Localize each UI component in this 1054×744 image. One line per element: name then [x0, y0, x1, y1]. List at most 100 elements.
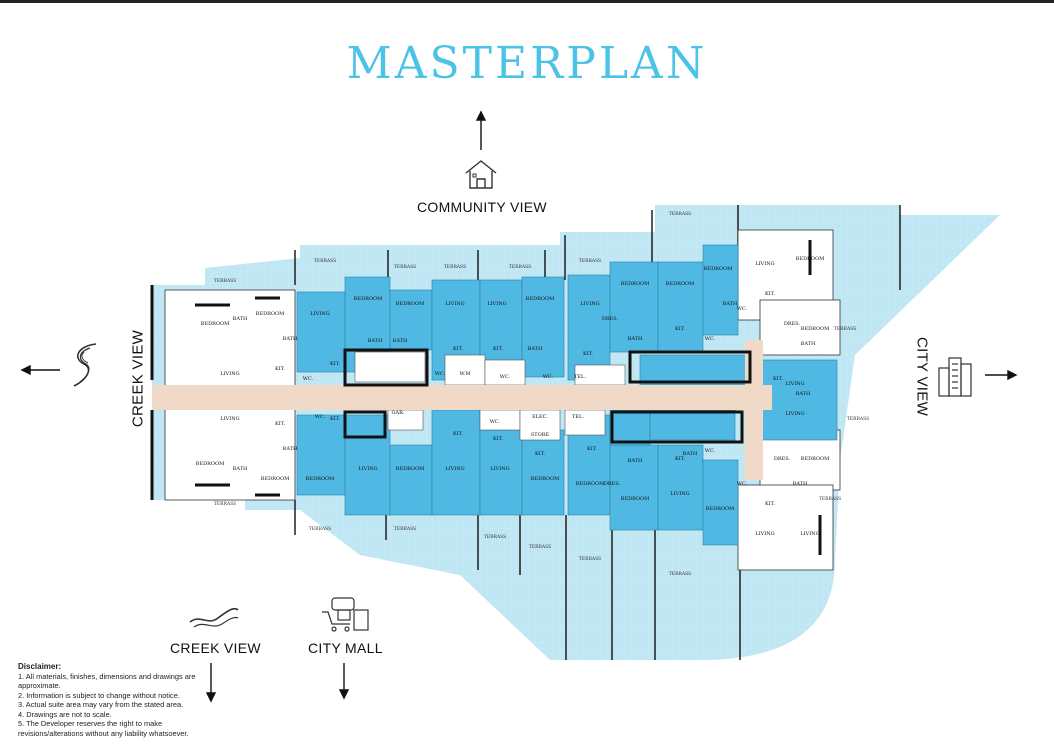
terrace-label: TERRASS	[529, 544, 551, 550]
room-label: DRES.	[604, 481, 621, 487]
room-label: LIVING	[755, 531, 774, 537]
room-label: WC.	[737, 481, 748, 487]
room-label: BATH	[683, 451, 698, 457]
terrace-label: TERRASS	[669, 571, 691, 577]
terrace-label: TERRASS	[394, 526, 416, 532]
room-label: LIVING	[755, 261, 774, 267]
room-label: BEDROOM	[256, 311, 284, 317]
room-label: KIT.	[773, 376, 783, 382]
terrace-label: TERRASS	[669, 211, 691, 217]
room-label: BATH	[628, 336, 643, 342]
room-label: BEDROOM	[531, 476, 559, 482]
creek-view-label-bottom: CREEK VIEW	[170, 640, 261, 656]
room-label: BATH	[283, 336, 298, 342]
room-label: LIVING	[445, 301, 464, 307]
shopping-mall-icon	[322, 597, 369, 632]
room-label: LIVING	[800, 531, 819, 537]
room-label: LIVING	[220, 371, 239, 377]
terrace-label: TERRASS	[579, 556, 601, 562]
room-label: WC.	[500, 374, 511, 380]
disclaimer-heading: Disclaimer:	[18, 662, 62, 671]
room-label: WC.	[303, 376, 314, 382]
room-label: KIT.	[330, 416, 340, 422]
room-label: KIT.	[453, 346, 463, 352]
room-label: BEDROOM	[704, 266, 732, 272]
room-label: WC.	[315, 414, 326, 420]
room-label: BATH	[283, 446, 298, 452]
room-label: KIT.	[583, 351, 593, 357]
room-label: BEDROOM	[621, 496, 649, 502]
room-label: BATH	[801, 341, 816, 347]
terrace-label: TERRASS	[214, 278, 236, 284]
room-label: GAR.	[392, 410, 405, 416]
room-label: BEDROOM	[196, 461, 224, 467]
room-label: LIVING	[487, 301, 506, 307]
disclaimer: Disclaimer: 1. All materials, finishes, …	[18, 662, 218, 738]
room-label: LIVING	[785, 411, 804, 417]
room-label: BEDROOM	[201, 321, 229, 327]
room-label: WC.	[705, 448, 716, 454]
room-label: BATH	[793, 481, 808, 487]
community-view-label: COMMUNITY VIEW	[417, 199, 547, 215]
room-label: BEDROOM	[396, 466, 424, 472]
room-label: BATH	[393, 338, 408, 344]
room-label: BEDROOM	[526, 296, 554, 302]
terrace-label: TERRASS	[214, 501, 236, 507]
room-label: KIT.	[675, 456, 685, 462]
disclaimer-item: 4. Drawings are not to scale.	[18, 709, 112, 719]
room-label: BATH	[233, 466, 248, 472]
terrace-label: TERRASS	[579, 258, 601, 264]
room-label: KIT.	[587, 446, 597, 452]
room-label: BEDROOM	[801, 456, 829, 462]
room-label: BATH	[628, 458, 643, 464]
room-label: KIT.	[535, 451, 545, 457]
room-label: WC.	[737, 306, 748, 312]
room-label: BEDROOM	[796, 256, 824, 262]
room-label: LIVING	[670, 491, 689, 497]
room-label: KIT.	[765, 291, 775, 297]
city-buildings-icon	[938, 357, 972, 397]
room-label: LIVING	[785, 381, 804, 387]
terrace-label: TERRASS	[819, 496, 841, 502]
room-label: DRES.	[602, 316, 619, 322]
terrace-label: TERRASS	[394, 264, 416, 270]
terrace-label: TERRASS	[314, 258, 336, 264]
room-label: BEDROOM	[354, 296, 382, 302]
room-label: BATH	[796, 391, 811, 397]
room-label: BATH	[233, 316, 248, 322]
room-label: BEDROOM	[666, 281, 694, 287]
terrace-label: TERRASS	[834, 326, 856, 332]
terrace-label: TERRASS	[847, 416, 869, 422]
room-label: BATH	[368, 338, 383, 344]
room-label: DRES.	[774, 456, 791, 462]
room-label: LIVING	[358, 466, 377, 472]
terrace-label: TERRASS	[444, 264, 466, 270]
house-icon	[465, 160, 497, 189]
room-label: KIT.	[275, 421, 285, 427]
room-label: TEL.	[572, 414, 584, 420]
room-label: LIVING	[310, 311, 329, 317]
room-label: ELEC.	[532, 414, 548, 420]
room-label: BATH	[528, 346, 543, 352]
terrace-label: TERRASS	[484, 534, 506, 540]
room-label: WC.	[490, 419, 501, 425]
room-label: BEDROOM	[621, 281, 649, 287]
room-label: KIT.	[493, 436, 503, 442]
room-label: BEDROOM	[576, 481, 604, 487]
room-label: BATH	[723, 301, 738, 307]
creek-view-label-left: CREEK VIEW	[129, 329, 147, 428]
disclaimer-item: 3. Actual suite area may vary from the s…	[18, 700, 184, 709]
terrace-label: TERRASS	[509, 264, 531, 270]
room-label: TEL.	[574, 374, 586, 380]
room-label: BEDROOM	[801, 326, 829, 332]
room-label: WC.	[705, 336, 716, 342]
room-label: KIT.	[765, 501, 775, 507]
room-label: LIVING	[490, 466, 509, 472]
room-label: W.M	[460, 371, 471, 377]
room-label: BEDROOM	[306, 476, 334, 482]
room-label: KIT.	[453, 431, 463, 437]
room-label: LIVING	[445, 466, 464, 472]
disclaimer-item: 5. The Developer reserves the right to m…	[18, 719, 189, 738]
room-label: KIT.	[493, 346, 503, 352]
